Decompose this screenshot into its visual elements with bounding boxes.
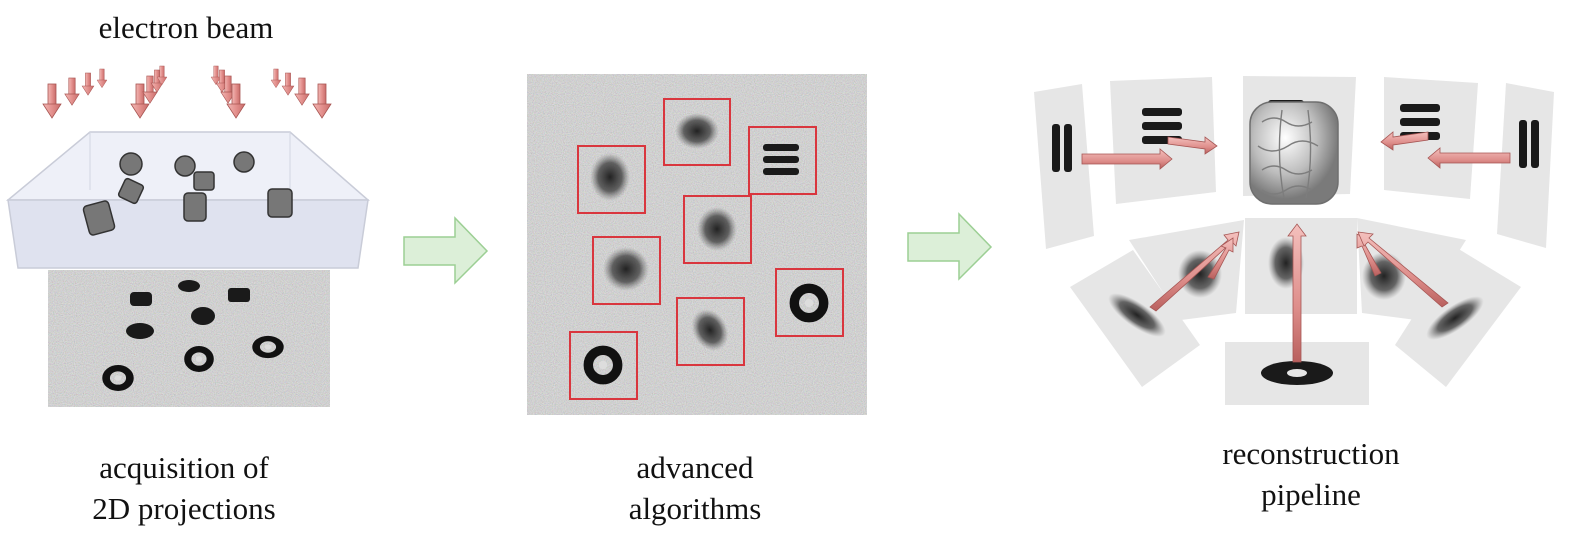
selection-boxes	[569, 98, 844, 400]
stage2-caption-line1: advanced	[636, 450, 754, 485]
reconstructed-molecule	[1249, 101, 1339, 205]
particle-1	[675, 113, 719, 149]
stage1-caption-line1: acquisition of	[99, 450, 269, 485]
electron-beam-arrows	[42, 65, 332, 119]
stage3-caption-line2: pipeline	[1261, 477, 1361, 512]
projection-direction-rods	[1081, 131, 1511, 363]
projection-sheet	[48, 270, 330, 407]
particle-8	[588, 350, 617, 379]
flow-arrow-1	[403, 216, 489, 285]
stage2-caption-line2: algorithms	[628, 491, 762, 526]
particle-2	[590, 153, 630, 201]
particle-7	[691, 309, 729, 351]
flow-arrow-2	[907, 212, 993, 281]
electron-beam-label: electron beam	[98, 10, 274, 45]
molecules-in-ice	[82, 151, 293, 236]
particle-6	[794, 288, 823, 317]
particle-3	[763, 144, 799, 175]
stage3-caption-line1: reconstruction	[1222, 436, 1400, 471]
picked-particles	[588, 113, 823, 380]
stage1-caption-line2: 2D projections	[92, 491, 276, 526]
particle-4	[697, 207, 737, 251]
particle-5	[603, 247, 649, 291]
